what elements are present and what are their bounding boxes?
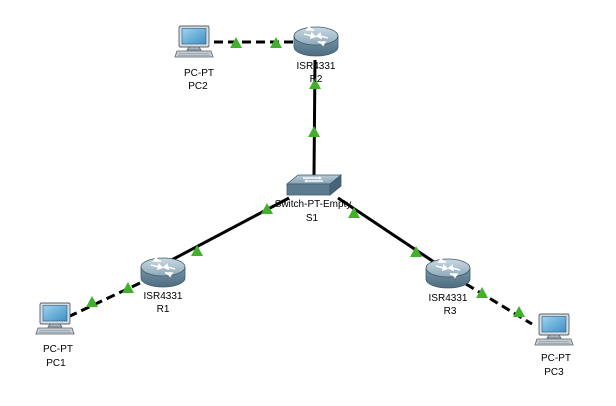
pc-icon (35, 302, 75, 335)
device-model-label: ISR4331 (297, 61, 336, 72)
device-name-label: PC1 (46, 358, 66, 369)
device-pc1[interactable]: PC-PT PC1 (35, 302, 75, 369)
device-model-label: ISR4331 (429, 293, 468, 304)
device-pc3[interactable]: PC-PT PC3 (534, 313, 574, 378)
pc-icon (534, 313, 574, 346)
device-pc2[interactable]: PC-PT PC2 (174, 25, 214, 92)
device-name-label: S1 (306, 213, 319, 224)
device-model-label: PC-PT (541, 353, 571, 364)
device-r3[interactable]: ISR4331 R3 (425, 258, 471, 317)
device-r2[interactable]: ISR4331 R2 (293, 26, 339, 85)
link-r1-pc1[interactable] (69, 281, 141, 318)
device-name-label: PC2 (188, 81, 208, 92)
router-icon (140, 257, 186, 288)
pc-icon (174, 25, 214, 58)
router-icon (293, 26, 339, 57)
device-model-label: ISR4331 (144, 291, 183, 302)
device-r1[interactable]: ISR4331 R1 (140, 257, 186, 315)
device-model-label: Switch-PT-Empty (275, 199, 352, 210)
device-name-label: R1 (157, 304, 170, 315)
link-r3-pc3[interactable] (465, 282, 533, 326)
switch-icon (286, 174, 342, 196)
device-name-label: R3 (444, 306, 457, 317)
device-s1[interactable]: Switch-PT-Empty S1 (275, 174, 352, 224)
device-name-label: PC3 (544, 367, 564, 378)
device-model-label: PC-PT (184, 68, 214, 79)
router-icon (425, 258, 471, 289)
device-name-label: R2 (310, 74, 323, 85)
device-model-label: PC-PT (43, 344, 73, 355)
